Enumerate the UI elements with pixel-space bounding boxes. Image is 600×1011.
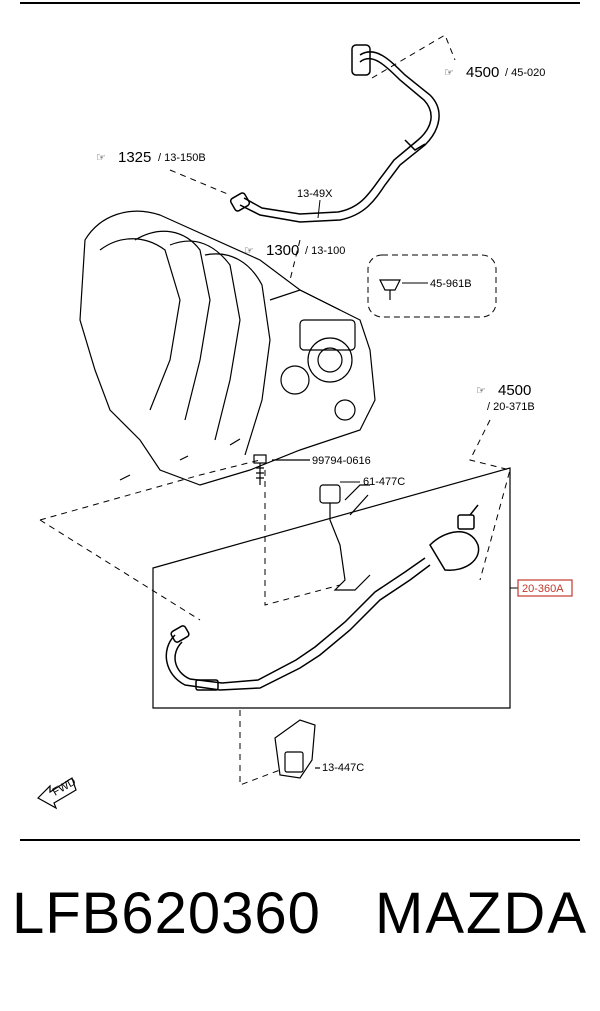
part-20-360a-callout: 20-360A bbox=[510, 579, 573, 597]
ref-1325: 1325 bbox=[118, 149, 151, 166]
hose-13-49x-label: 13-49X bbox=[297, 188, 333, 200]
leader-lines bbox=[39, 34, 511, 786]
svg-text:☞: ☞ bbox=[96, 152, 106, 164]
fwd-arrow: FWD bbox=[37, 776, 78, 810]
svg-text:☞: ☞ bbox=[444, 67, 454, 79]
lower-vacuum-hose bbox=[165, 504, 480, 691]
intake-manifold bbox=[79, 210, 376, 486]
clip-45-961b-label: 45-961B bbox=[430, 278, 472, 290]
bolt-99794 bbox=[253, 454, 310, 485]
ref-1300: 1300 bbox=[266, 242, 299, 259]
ref-4500-mid: 4500 bbox=[498, 382, 531, 399]
bracket-61-477c-label: 61-477C bbox=[363, 476, 405, 488]
bolt-99794-label: 99794-0616 bbox=[312, 455, 371, 467]
ref-1300-sub: / 13-100 bbox=[305, 245, 345, 257]
parts-diagram: FWD ☞ 4500 / 45-020 ☞ 1325 / 13-150B 13-… bbox=[20, 2, 580, 841]
clip-detail-box bbox=[367, 254, 497, 318]
callout-1325: ☞ 1325 / 13-150B bbox=[96, 149, 206, 166]
upper-vacuum-hose bbox=[229, 44, 440, 223]
callout-4500-top: ☞ 4500 / 45-020 bbox=[444, 64, 545, 81]
ref-4500-top-sub: / 45-020 bbox=[505, 67, 545, 79]
bracket-13-447c-label: 13-447C bbox=[322, 762, 364, 774]
callout-4500-mid: ☞ 4500 / 20-371B bbox=[476, 382, 535, 413]
part-20-360a-label: 20-360A bbox=[522, 583, 564, 595]
footer: LFB620360 MAZDA bbox=[0, 880, 600, 980]
svg-text:☞: ☞ bbox=[244, 245, 254, 257]
part-assembly-box bbox=[152, 467, 511, 709]
bracket-13-447c bbox=[274, 719, 320, 779]
callout-1300: ☞ 1300 / 13-100 bbox=[244, 242, 345, 259]
ref-4500-top: 4500 bbox=[466, 64, 499, 81]
brand-name: MAZDA bbox=[375, 881, 588, 946]
ref-4500-mid-sub: / 20-371B bbox=[487, 401, 535, 413]
part-number: LFB620360 bbox=[12, 881, 321, 946]
ref-1325-sub: / 13-150B bbox=[158, 152, 206, 164]
svg-text:☞: ☞ bbox=[476, 385, 486, 397]
bracket-61-477c bbox=[319, 484, 371, 591]
